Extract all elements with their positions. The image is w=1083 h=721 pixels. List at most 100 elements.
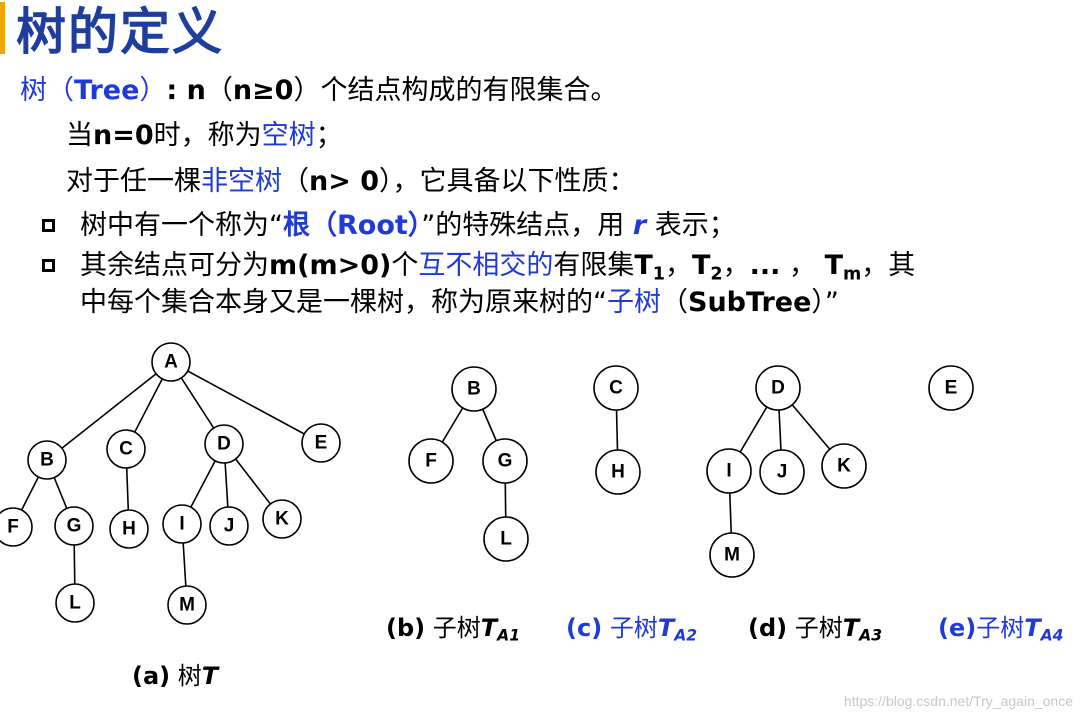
svg-text:F: F [425, 451, 437, 472]
bullet2-mid2: 有限集 [553, 250, 635, 281]
nonempty-cond: n> 0 [309, 166, 380, 197]
svg-text:L: L [69, 593, 81, 614]
bullet-square-1 [42, 219, 55, 232]
term-subtree: 子树 [607, 287, 661, 318]
bullet-1-text: 树中有一个称为“根（Root）”的特殊结点，用 r 表示； [80, 209, 736, 243]
node-d: D [204, 424, 244, 464]
term-tree: 树 [20, 75, 47, 106]
tree-t-edges [12, 361, 322, 606]
bullet1-post: 表示； [646, 210, 736, 241]
svg-text:K: K [275, 509, 289, 530]
bullet2-line2-pre: 中每个集合本身又是一棵树，称为原来树的“ [80, 287, 607, 318]
node-l: L [55, 583, 95, 623]
node-l-sub: L [483, 516, 529, 562]
node-m: M [167, 585, 207, 625]
node-k: K [262, 499, 302, 539]
node-b-sub: B [451, 366, 497, 412]
empty-cond: n=0 [93, 120, 154, 151]
svg-text:E: E [315, 433, 328, 454]
node-e-sub: E [928, 365, 974, 411]
term-empty-tree: 空树 [261, 120, 316, 151]
bullet2-line2-close: ）” [811, 287, 839, 318]
bullet2-line2-open: （ [661, 287, 688, 318]
node-f: F [0, 507, 33, 547]
bullet2-pre: 其余结点可分为 [80, 250, 269, 281]
definition-line: 树（Tree）: n（n≥0）个结点构成的有限集合。 [20, 74, 617, 108]
def-paren-close: ） [139, 75, 167, 106]
set-t2: T2 [691, 250, 723, 285]
svg-text:D: D [217, 434, 231, 455]
svg-text:I: I [179, 514, 184, 535]
node-e: E [301, 423, 341, 463]
node-c: C [106, 429, 146, 469]
def-colon-n: : n [166, 75, 206, 106]
bullet2-cond: m(m>0) [269, 250, 392, 281]
node-k-sub: K [821, 443, 867, 489]
empty-tree-line: 当n=0时，称为空树； [66, 119, 343, 153]
sep-1: ， [664, 250, 692, 281]
nonempty-open: （ [282, 166, 309, 197]
term-disjoint: 互不相交的 [418, 250, 554, 281]
bullet-2-text-line2: 中每个集合本身又是一棵树，称为原来树的“子树（SubTree）” [80, 286, 839, 320]
svg-text:M: M [179, 595, 195, 616]
subtree-ta3: D I J K M [706, 365, 867, 578]
svg-text:G: G [498, 451, 513, 472]
svg-text:C: C [119, 439, 133, 460]
svg-text:H: H [611, 462, 625, 483]
caption-e: (e)子树TA4 [938, 614, 1064, 645]
nonempty-pre: 对于任一棵 [66, 166, 201, 197]
caption-d: (d) 子树TA3 [748, 614, 883, 645]
subtree-ta1: B F G L [408, 366, 529, 562]
svg-text:M: M [724, 545, 740, 566]
node-c-sub: C [593, 365, 639, 411]
term-tree-en: Tree [74, 75, 140, 106]
watermark: https://blog.csdn.net/Try_again_once [843, 693, 1073, 709]
node-d-sub: D [755, 365, 801, 411]
svg-text:B: B [467, 379, 481, 400]
bullet1-pre: 树中有一个称为“ [80, 210, 283, 241]
node-g: G [54, 506, 94, 546]
bullet2-mid1: 个 [391, 250, 419, 281]
node-j: J [209, 506, 249, 546]
term-subtree-en: SubTree [688, 287, 812, 318]
svg-text:A: A [164, 352, 178, 373]
subtree-ta4: E [928, 365, 974, 411]
node-i-sub: I [706, 448, 752, 494]
empty-mid: 时，称为 [153, 120, 262, 151]
term-nonempty-tree: 非空树 [201, 166, 282, 197]
caption-c: (c) 子树TA2 [566, 614, 698, 645]
page-title: 树的定义 [16, 3, 224, 61]
def-paren-open: （ [47, 75, 74, 106]
svg-text:B: B [40, 450, 54, 471]
node-b: B [27, 440, 67, 480]
node-m-sub: M [709, 532, 755, 578]
nonempty-tree-line: 对于任一棵非空树（n> 0），它具备以下性质： [66, 165, 636, 199]
svg-text:F: F [7, 517, 19, 538]
svg-text:J: J [224, 516, 235, 537]
bullet-square-2 [42, 259, 55, 272]
sep-3: ， [780, 250, 816, 281]
svg-text:J: J [777, 462, 788, 483]
node-h: H [109, 509, 149, 549]
tree-t-nodes: A B C D E F G H I J K L M [0, 342, 341, 625]
node-h-sub: H [595, 449, 641, 495]
root-symbol: r [632, 210, 647, 241]
term-root: 根（Root） [283, 210, 422, 241]
caption-b: (b) 子树TA1 [386, 614, 521, 645]
def-cond: n≥0 [232, 75, 294, 106]
svg-text:I: I [726, 461, 731, 482]
svg-text:E: E [945, 378, 958, 399]
node-g-sub: G [482, 438, 528, 484]
nonempty-post: ），它具备以下性质： [379, 166, 636, 197]
node-i: I [162, 504, 202, 544]
set-tm: Tm [824, 250, 862, 285]
svg-text:C: C [609, 378, 623, 399]
def-cond-close: ） [293, 75, 321, 106]
node-j-sub: J [759, 449, 805, 495]
subtree-ta2: C H [593, 365, 641, 495]
def-cond-open: （ [205, 75, 233, 106]
bullet1-mid: ”的特殊结点，用 [421, 210, 633, 241]
node-a: A [151, 342, 191, 382]
empty-pre: 当 [66, 120, 93, 151]
